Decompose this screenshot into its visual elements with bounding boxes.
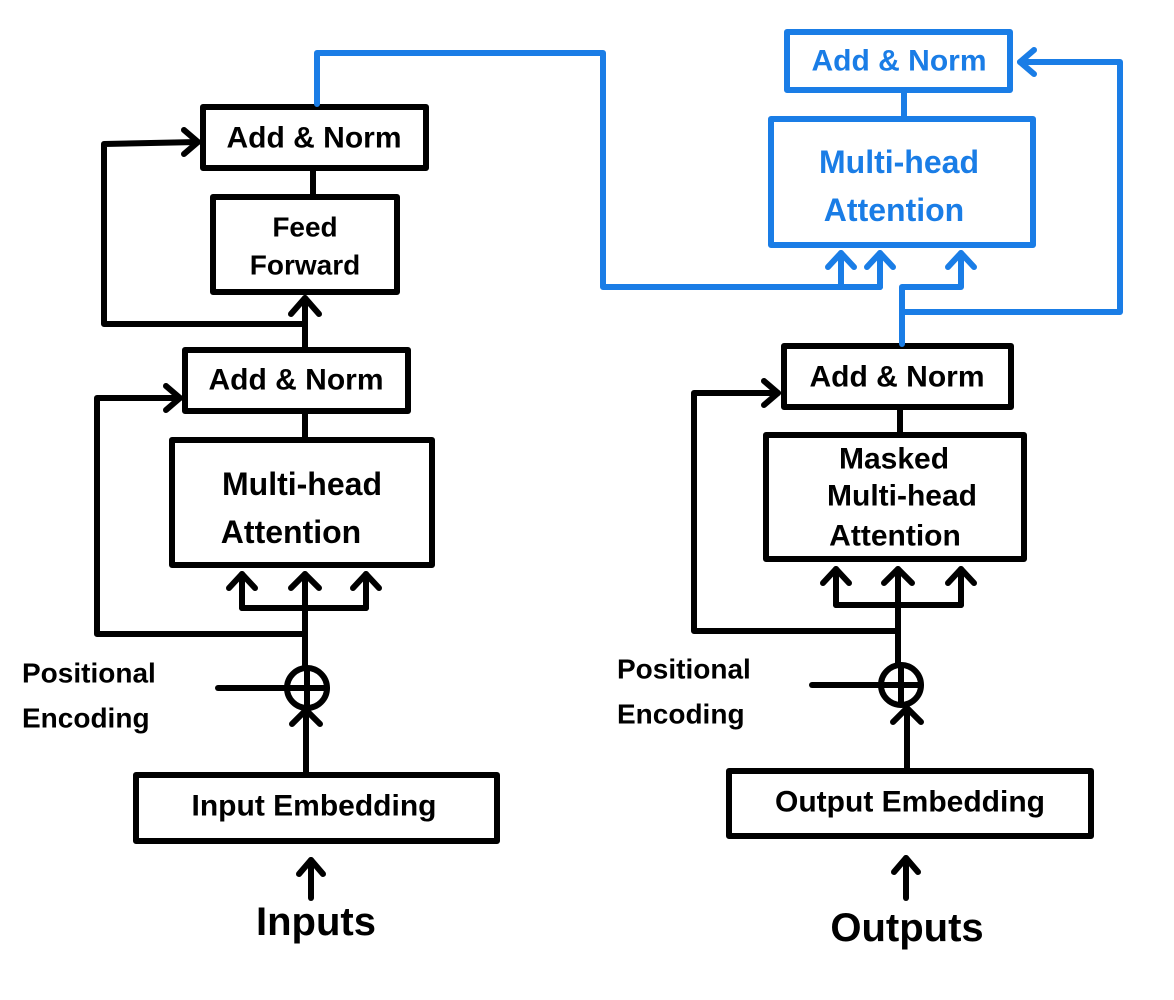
encoder-positional-label-2: Encoding xyxy=(22,703,150,734)
decoder-add-norm-top-box xyxy=(784,29,1013,93)
decoder-add-norm-top-label: Add & Norm xyxy=(812,45,987,78)
encoder-feed-forward-box xyxy=(210,194,400,295)
decoder-positional-label-2: Encoding xyxy=(617,699,745,730)
decoder-masked-label-2: Multi-head xyxy=(827,480,977,513)
decoder-masked-label-3: Attention xyxy=(829,520,961,553)
encoder-attention-label-2: Attention xyxy=(221,514,361,550)
encoder-stack xyxy=(94,104,500,901)
decoder-cross-attention-block xyxy=(314,29,1123,347)
encoder-attention-label-1: Multi-head xyxy=(222,466,382,502)
decoder-masked-attention-box xyxy=(763,432,1027,562)
decoder-add-norm-mid-label: Add & Norm xyxy=(810,361,985,394)
encoder-positional-label-1: Positional xyxy=(22,658,156,689)
encoder-add-norm-mid-box xyxy=(182,347,411,414)
decoder-masked-label-1: Masked xyxy=(839,443,949,476)
decoder-cross-attention-label-1: Multi-head xyxy=(819,144,979,180)
encoder-add-norm-top-label: Add & Norm xyxy=(227,122,402,155)
outputs-label: Outputs xyxy=(830,906,983,950)
input-embedding-box xyxy=(133,772,500,844)
encoder-feed-forward-label-2: Forward xyxy=(250,250,360,281)
decoder-cross-attention-label-2: Attention xyxy=(824,192,964,228)
decoder-stack xyxy=(691,343,1094,901)
decoder-positional-label-1: Positional xyxy=(617,654,751,685)
input-embedding-label: Input Embedding xyxy=(192,790,437,823)
inputs-label: Inputs xyxy=(256,900,376,944)
encoder-feed-forward-label-1: Feed xyxy=(272,212,337,243)
output-embedding-label: Output Embedding xyxy=(775,786,1045,819)
encoder-add-norm-mid-label: Add & Norm xyxy=(209,364,384,397)
